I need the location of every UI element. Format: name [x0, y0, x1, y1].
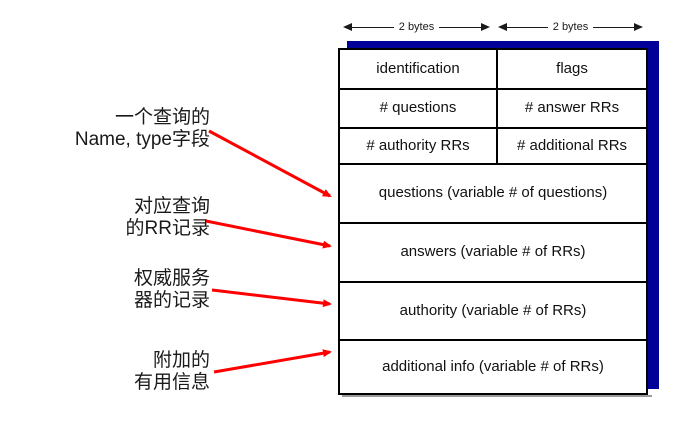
- arrow-left-icon: [498, 23, 507, 31]
- dim-line: [507, 26, 548, 28]
- annotation-line: 权威服务: [133, 268, 210, 289]
- cell-identification: identification: [340, 50, 498, 88]
- table-row-counts-2: # authority RRs # additional RRs: [340, 129, 646, 165]
- table-row-additional: additional info (variable # of RRs): [340, 341, 646, 393]
- arrow-right-icon: [481, 23, 490, 31]
- bytes-arrow-right: 2 bytes: [498, 20, 643, 34]
- cell-num-answer-rrs: # answer RRs: [524, 99, 620, 117]
- annotation-line: 的RR记录: [125, 218, 210, 239]
- table-row-answers: answers (variable # of RRs): [340, 224, 646, 283]
- annotation-additional-info: 附加的 有用信息: [20, 350, 210, 394]
- annotation-line: 一个查询的: [114, 107, 210, 128]
- annotation-rr-records: 对应查询 的RR记录: [20, 196, 210, 240]
- dim-line: [439, 26, 481, 28]
- cell-authority-section: authority (variable # of RRs): [399, 301, 587, 319]
- cell-num-authority-rrs: # authority RRs: [340, 129, 498, 163]
- arrow-to-answers-icon: [205, 219, 332, 249]
- cell-additional-section: additional info (variable # of RRs): [382, 357, 604, 375]
- cell-questions-section: questions (variable # of questions): [378, 184, 608, 202]
- bytes-arrow-left: 2 bytes: [343, 20, 490, 34]
- annotation-line: 有用信息: [133, 372, 210, 393]
- arrow-to-additional-icon: [213, 349, 332, 374]
- cell-num-questions: # questions: [340, 90, 498, 127]
- bytes-label-right: 2 bytes: [552, 21, 589, 33]
- annotation-authoritative-records: 权威服务 器的记录: [20, 268, 210, 312]
- arrow-left-icon: [343, 23, 352, 31]
- table-row-authority: authority (variable # of RRs): [340, 283, 646, 341]
- table-row-counts-1: # questions # answer RRs: [340, 90, 646, 129]
- cell-answers-section: answers (variable # of RRs): [400, 243, 586, 261]
- arrow-to-questions-icon: [208, 129, 332, 198]
- annotation-line: 附加的: [152, 350, 210, 371]
- table-row-questions: questions (variable # of questions): [340, 165, 646, 224]
- dim-line: [593, 26, 634, 28]
- annotation-line: 器的记录: [133, 290, 210, 311]
- table-row-id-flags: identification flags: [340, 50, 646, 90]
- bytes-label-left: 2 bytes: [398, 21, 435, 33]
- cell-num-additional-rrs: # additional RRs: [516, 136, 628, 154]
- cell-flags: flags: [556, 59, 588, 77]
- arrow-right-icon: [634, 23, 643, 31]
- annotation-query-fields: 一个查询的 Name, type字段: [20, 107, 210, 151]
- table-gray-shadow: [342, 395, 652, 397]
- annotation-line: Name, type字段: [74, 129, 210, 150]
- annotation-line: 对应查询: [133, 196, 210, 217]
- dim-line: [352, 26, 394, 28]
- dns-message-table: identification flags # questions # answe…: [338, 48, 648, 395]
- arrow-to-authority-icon: [211, 288, 332, 308]
